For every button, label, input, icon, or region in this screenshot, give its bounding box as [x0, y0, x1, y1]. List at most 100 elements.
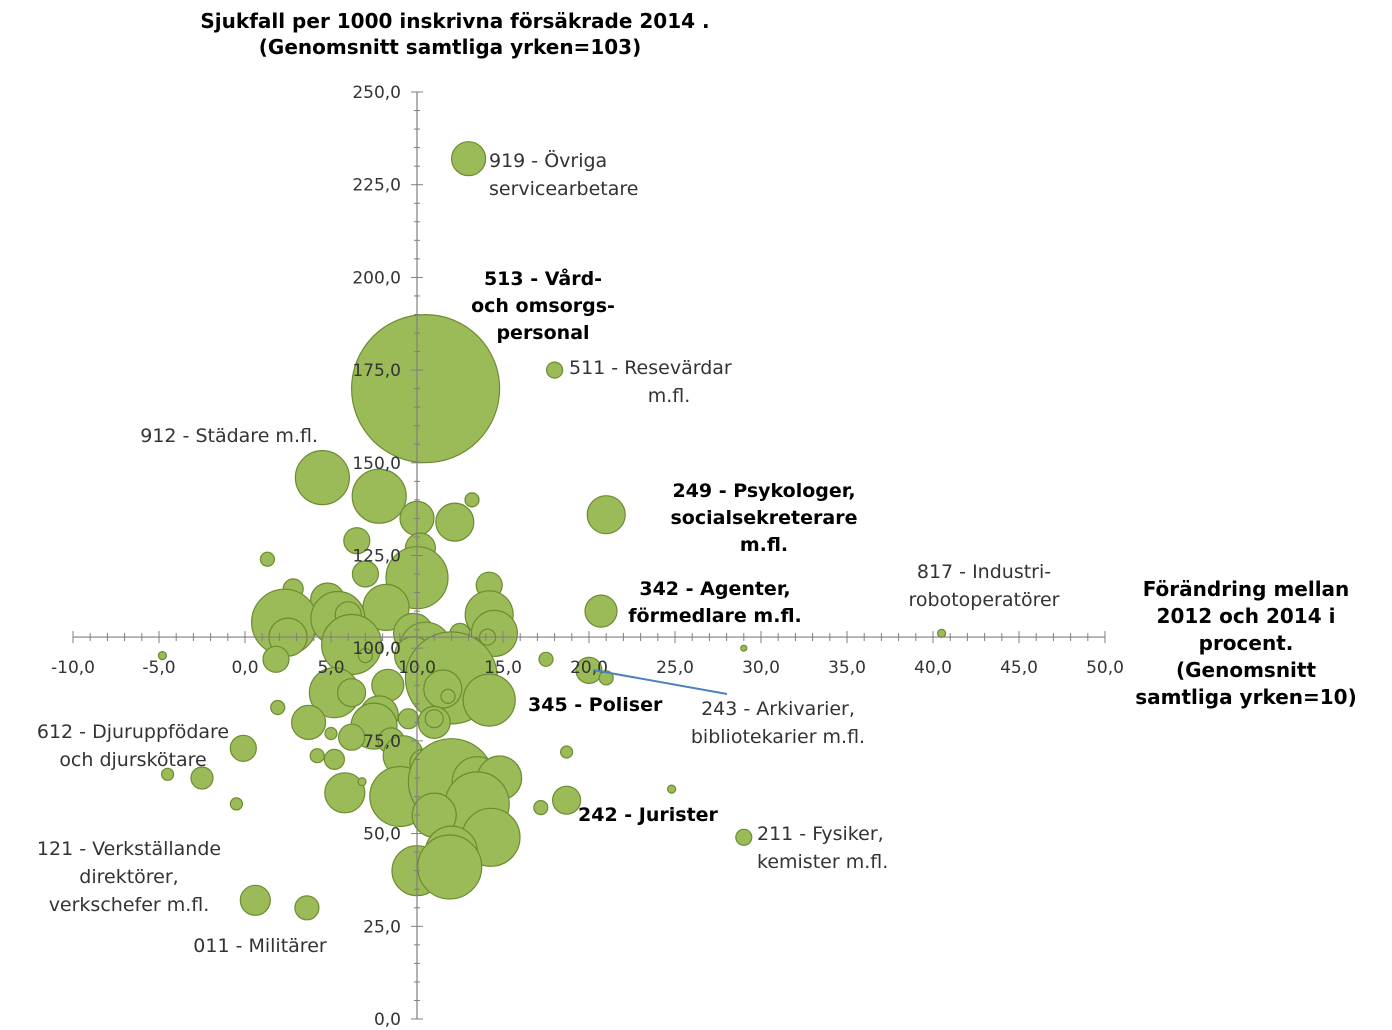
- leader-line-243: [592, 669, 728, 695]
- y-tick-label: 0,0: [374, 1010, 401, 1030]
- bubble-48: [270, 699, 286, 716]
- bubble-39: [157, 650, 167, 661]
- lbl-242-line-0: 242 - Jurister: [578, 804, 719, 826]
- lbl-121-line-0: 121 - Verkställande: [37, 838, 221, 860]
- bubble-46: [440, 688, 456, 705]
- lbl-249-line-1: socialsekreterare: [671, 507, 858, 529]
- lbl-912-line-0: 912 - Städare m.fl.: [140, 425, 318, 447]
- x-tick-label: 25,0: [656, 658, 694, 678]
- lbl-249-line-0: 249 - Psykologer,: [672, 480, 855, 502]
- bubble-53: [424, 709, 444, 729]
- y-tick-label: 75,0: [363, 732, 401, 752]
- lbl-342-line-1: förmedlare m.fl.: [628, 605, 802, 627]
- lbl-011-line-0: 011 - Militärer: [193, 935, 327, 957]
- lbl-342-line-0: 342 - Agenter,: [639, 578, 790, 600]
- bubble-36: [598, 670, 614, 686]
- bubble-0: [451, 141, 487, 177]
- lbl-817-line-0: 817 - Industri-: [917, 561, 1051, 583]
- bubble-3: [294, 450, 350, 506]
- bubble-49: [291, 704, 327, 741]
- bubble-62: [559, 745, 574, 759]
- bubble-34: [538, 651, 554, 667]
- bubble-2: [545, 361, 564, 379]
- lbl-211-line-0: 211 - Fysiker,: [757, 823, 884, 845]
- bubble-5: [464, 492, 480, 508]
- bubble-33: [357, 647, 373, 664]
- x-tick-label: -10,0: [51, 658, 95, 678]
- bubble-4: [351, 468, 407, 524]
- x-tick-label: 35,0: [828, 658, 866, 678]
- bubble-35: [575, 656, 603, 685]
- lbl-511-line-0: 511 - Resevärdar: [569, 357, 732, 379]
- x-axis-title-line-0: Förändring mellan: [1143, 577, 1350, 601]
- y-tick-label: 125,0: [352, 547, 401, 567]
- bubble-65: [324, 772, 366, 814]
- x-tick-label: -5,0: [142, 658, 175, 678]
- bubble-63: [161, 767, 175, 781]
- x-axis-title-line-3: (Genomsnitt: [1176, 658, 1316, 682]
- bubble-76: [666, 784, 677, 794]
- bubble-1: [351, 314, 501, 464]
- bubble-43: [337, 678, 367, 708]
- y-tick-label: 25,0: [363, 917, 401, 937]
- x-tick-label: 45,0: [1000, 658, 1038, 678]
- bubble-82: [239, 884, 271, 916]
- y-tick-label: 50,0: [363, 825, 401, 845]
- chart-title-line-1: Sjukfall per 1000 inskrivna försäkrade 2…: [200, 9, 709, 33]
- y-tick-label: 150,0: [352, 454, 401, 474]
- x-tick-label: 5,0: [317, 658, 344, 678]
- bubble-38: [936, 628, 947, 639]
- x-tick-label: 10,0: [398, 658, 436, 678]
- lbl-612-line-1: och djurskötare: [59, 749, 206, 771]
- chart-title-line-2: (Genomsnitt samtliga yrken=103): [259, 35, 641, 59]
- y-tick-label: 225,0: [352, 176, 401, 196]
- bubble-55: [324, 726, 338, 741]
- y-tick-label: 175,0: [352, 361, 401, 381]
- x-tick-label: 20,0: [570, 658, 608, 678]
- bubble-77: [735, 828, 753, 846]
- bubble-54: [338, 723, 366, 751]
- lbl-243-line-1: bibliotekarier m.fl.: [691, 726, 865, 748]
- bubble-41: [462, 673, 516, 727]
- bubble-9: [343, 527, 371, 555]
- bubble-73: [229, 797, 243, 811]
- bubble-32: [262, 645, 290, 673]
- bubble-37: [740, 644, 748, 652]
- bubble-83: [294, 895, 320, 921]
- lbl-513-line-0: 513 - Vård-: [484, 266, 602, 290]
- x-tick-label: 50,0: [1086, 658, 1124, 678]
- x-axis-title-line-1: 2012 och 2014 i: [1157, 604, 1336, 628]
- lbl-513-line-1: och omsorgs-: [471, 295, 615, 317]
- x-tick-label: 0,0: [231, 658, 258, 678]
- bubble-8: [435, 502, 475, 542]
- bubble-64: [190, 766, 214, 790]
- bubble-18: [584, 594, 618, 628]
- bubble-60: [323, 748, 345, 771]
- bubble-11: [259, 551, 275, 567]
- lbl-919-line-0: 919 - Övriga: [489, 149, 607, 172]
- y-tick-label: 200,0: [352, 268, 401, 288]
- x-tick-label: 15,0: [484, 658, 522, 678]
- bubble-61: [229, 734, 257, 762]
- bubble-6: [586, 495, 626, 535]
- bubble-51: [397, 708, 419, 730]
- bubbles-layer: [157, 141, 947, 921]
- lbl-121-line-2: verkschefer m.fl.: [49, 894, 210, 916]
- bubble-59: [309, 748, 325, 764]
- y-tick-label: 100,0: [352, 639, 401, 659]
- x-axis-title-line-4: samtliga yrken=10): [1135, 685, 1356, 709]
- x-tick-label: 40,0: [914, 658, 952, 678]
- bubble-74: [533, 799, 549, 816]
- lbl-612-line-0: 612 - Djuruppfödare: [37, 721, 229, 743]
- lbl-817-line-1: robotoperatörer: [909, 589, 1060, 611]
- lbl-249-line-2: m.fl.: [740, 534, 788, 556]
- lbl-345-line-0: 345 - Poliser: [528, 694, 663, 716]
- bubble-75: [551, 785, 582, 815]
- bubble-12: [351, 560, 379, 588]
- lbl-511-line-1: m.fl.: [648, 385, 691, 407]
- lbl-121-line-1: direktörer,: [79, 866, 178, 888]
